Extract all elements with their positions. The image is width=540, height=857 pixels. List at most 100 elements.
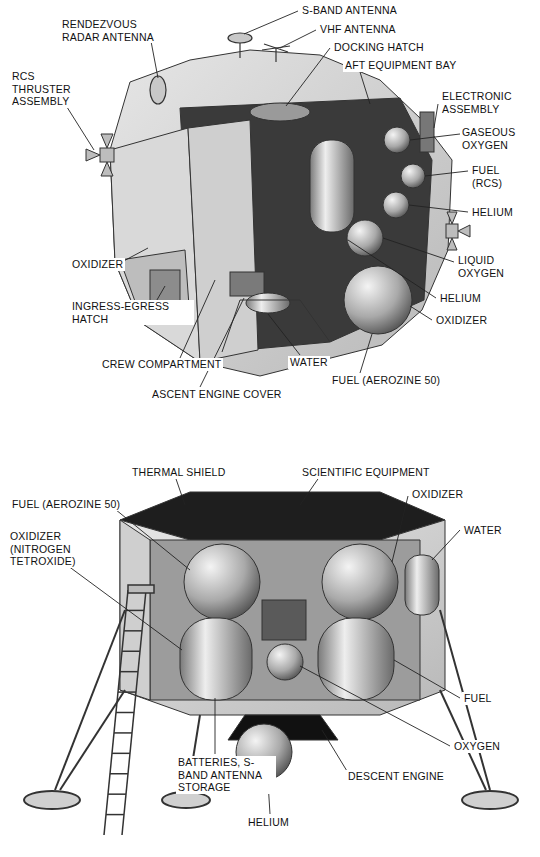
landing-gear — [24, 610, 518, 809]
rcs-thrusters-part — [446, 224, 458, 238]
landing-gear-part — [55, 610, 125, 790]
leader-line — [244, 11, 298, 34]
part-label: OXIDIZER — [410, 488, 465, 501]
part-label: FUEL (AEROZINE 50) — [330, 374, 442, 387]
ascent-stage-part — [420, 112, 434, 152]
part-label: OXIDIZER — [70, 258, 125, 271]
antennas-part — [150, 76, 166, 104]
part-label: WATER — [288, 356, 330, 369]
rcs-thrusters-part — [458, 225, 470, 237]
antennas — [150, 33, 290, 104]
leader-line — [360, 72, 370, 104]
part-label: WATER — [462, 524, 504, 537]
part-label: INGRESS-EGRESS HATCH — [70, 300, 194, 325]
ascent-stage-part — [250, 103, 310, 121]
leader-line — [434, 104, 438, 128]
descent-stage-part — [322, 544, 398, 620]
leader-line — [360, 334, 372, 373]
rcs-thrusters-part — [447, 238, 457, 250]
part-label: CREW COMPARTMENT — [100, 358, 223, 371]
descent-stage-part — [120, 492, 445, 540]
leader-line — [425, 171, 468, 176]
ladder-rung — [110, 773, 128, 775]
leader-line — [409, 205, 468, 212]
rcs-thrusters — [86, 134, 470, 250]
part-label: DESCENT ENGINE — [346, 770, 446, 783]
part-label: DOCKING HATCH — [332, 41, 426, 54]
ascent-stage-part — [110, 128, 200, 362]
ascent-stage-part — [347, 220, 383, 256]
part-label: S-BAND ANTENNA — [300, 4, 399, 17]
leader-line — [410, 134, 460, 140]
leader-line — [383, 238, 454, 262]
leader-line — [300, 666, 450, 746]
rcs-thrusters-part — [100, 148, 114, 162]
leader-line — [300, 476, 320, 505]
part-label: FUEL (AEROZINE 50) — [10, 498, 122, 511]
ascent-stage-part — [383, 192, 409, 218]
leader-line — [110, 505, 190, 570]
descent-stage-part — [180, 618, 252, 700]
ladder-rung — [120, 671, 138, 673]
part-label: ASCENT ENGINE COVER — [150, 388, 284, 401]
ascent-stage — [110, 50, 452, 376]
ladder-rung — [116, 712, 134, 714]
ladder-rung — [124, 630, 142, 632]
leader-line — [286, 48, 330, 106]
leader-line — [348, 240, 436, 298]
part-label: HELIUM — [470, 206, 515, 219]
ascent-stage-part — [246, 293, 290, 313]
part-label: VHF ANTENNA — [318, 23, 398, 36]
part-label: RENDEZVOUS RADAR ANTENNA — [60, 18, 156, 43]
part-label: HELIUM — [438, 292, 483, 305]
antennas-part — [264, 44, 288, 52]
ascent-stage-part — [110, 50, 452, 376]
descent-stage-part — [120, 520, 445, 715]
ladder-rung — [106, 814, 124, 816]
leader-line — [60, 560, 182, 650]
rcs-thrusters-part — [447, 212, 457, 224]
leader-line — [200, 298, 244, 387]
ascent-stage-part — [344, 266, 412, 334]
descent-stage-part — [405, 555, 439, 615]
part-label: SCIENTIFIC EQUIPMENT — [300, 466, 432, 479]
part-label: ELECTRONIC ASSEMBLY — [440, 90, 530, 115]
leader-line — [392, 496, 408, 562]
ascent-stage-part — [310, 140, 354, 232]
part-label: AFT EQUIPMENT BAY — [343, 59, 458, 72]
leader-line — [394, 660, 460, 698]
leader-line — [432, 530, 460, 560]
descent-stage-part — [184, 544, 260, 620]
ladder-rung — [108, 793, 126, 795]
part-label: THERMAL SHIELD — [130, 466, 227, 479]
ladder-rung — [122, 651, 140, 653]
antennas-part — [275, 48, 276, 62]
part-label: OXIDIZER — [434, 314, 489, 327]
part-label: FUEL — [462, 692, 494, 705]
ladder-rung — [118, 691, 136, 693]
ladder-part — [128, 585, 154, 593]
leader-line — [268, 314, 300, 355]
descent-stage-part — [150, 540, 420, 700]
leader-line — [215, 698, 216, 754]
rcs-thrusters-part — [101, 162, 113, 176]
leader-line — [280, 30, 316, 48]
descent-stage-part — [267, 644, 303, 680]
landing-gear-part — [24, 791, 80, 809]
part-label: OXYGEN — [452, 740, 502, 753]
leader-lines — [60, 11, 468, 814]
part-label: FUEL (RCS) — [470, 164, 520, 189]
part-label: BATTERIES, S-BAND ANTENNA STORAGE — [176, 756, 276, 794]
ascent-stage-part — [222, 300, 330, 352]
antennas-part — [228, 33, 252, 43]
rcs-thrusters-part — [86, 149, 100, 161]
descent-stage — [120, 492, 445, 715]
part-label: RCS THRUSTER ASSEMBLY — [10, 70, 96, 108]
descent-stage-part — [262, 600, 306, 640]
part-label: LIQUID OXYGEN — [456, 254, 522, 279]
ladder-rung — [112, 753, 130, 755]
ascent-stage-part — [230, 272, 264, 296]
leader-line — [410, 306, 432, 320]
